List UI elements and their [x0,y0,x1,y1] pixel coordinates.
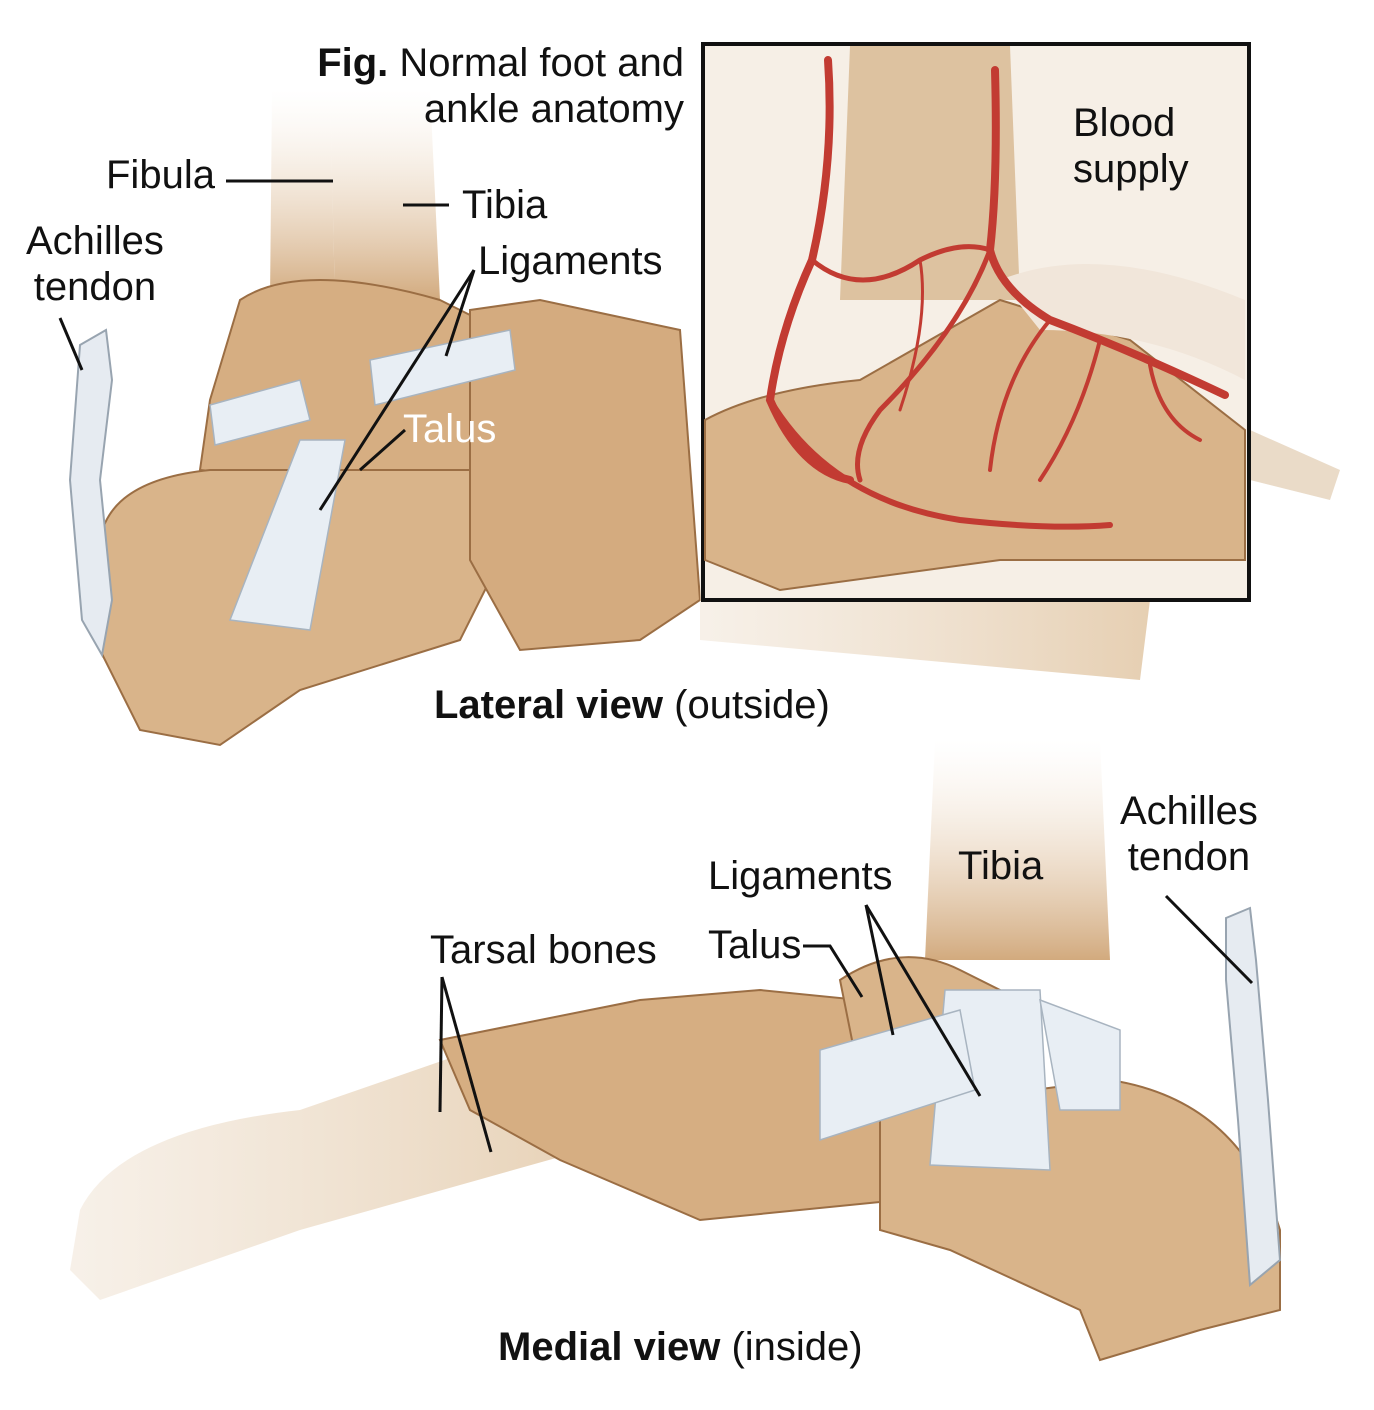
leader-tarsal-a [438,976,444,1113]
leader-ligaments-medial-a [864,904,895,1036]
caption-medial-bold: Medial view [498,1325,721,1369]
lateral-ligament-calcaneofibular [228,439,346,631]
medial-view-drawing [70,740,1282,1362]
label-achilles-medial: Achilles tendon [1120,788,1258,880]
leader-lines [58,179,1254,1153]
label-achilles-lateral: Achilles tendon [26,218,164,310]
lateral-view-drawing [68,90,1340,747]
lateral-midfoot [469,298,702,652]
label-tibia-lateral: Tibia [462,183,548,227]
caption-lateral-view: Lateral view (outside) [434,682,830,728]
leader-talus-medial [803,944,864,998]
lateral-ligament-anterior [369,329,516,406]
label-ligaments-medial: Ligaments [708,854,893,898]
label-achilles-medial-line1: Achilles [1120,789,1258,833]
caption-medial-view: Medial view (inside) [498,1324,863,1370]
label-talus-medial: Talus [708,923,802,967]
inset-leg [840,46,1020,300]
figure-title: Fig. Normal foot and ankle anatomy [270,40,684,132]
label-achilles-lateral-line1: Achilles [26,219,164,263]
label-tibia-medial: Tibia [958,844,1044,888]
leader-achilles-lateral [58,317,84,371]
caption-medial-rest: (inside) [731,1325,863,1369]
label-achilles-medial-line2: tendon [1127,835,1251,879]
medial-tibia-shaft [925,740,1110,960]
lateral-fibula-shaft [270,90,335,300]
leader-talus-lateral [359,428,406,472]
inset-label: Blood supply [1073,100,1189,192]
label-talus-lateral: Talus [403,407,497,451]
inset-heel-skin [1000,264,1245,380]
blood-supply-inset [701,42,1251,602]
leader-ligaments-lateral-b [444,269,476,357]
label-achilles-lateral-line2: tendon [33,265,157,309]
figure-title-bold: Fig. [317,41,389,85]
label-ligaments-lateral: Ligaments [478,239,663,283]
leader-ligaments-lateral-a [318,269,476,511]
inset-label-line1: Blood [1073,101,1176,145]
leader-tarsal-b [440,976,493,1153]
figure-title-line1: Fig. Normal foot and [270,40,684,86]
label-fibula: Fibula [106,153,215,197]
lateral-ligament-posterior [209,379,311,446]
figure-title-line2: ankle anatomy [423,87,684,131]
lateral-toe-tip [1250,430,1340,500]
medial-ligament-posterior [1039,998,1121,1111]
inset-label-line2: supply [1073,147,1189,191]
label-tarsal-bones: Tarsal bones [430,928,657,972]
lateral-tibia-shaft [330,90,440,300]
lateral-achilles-tendon [68,328,114,658]
leader-ligaments-medial-b [864,904,982,1097]
caption-lateral-rest: (outside) [674,683,830,727]
figure-title-text1: Normal foot and [399,41,684,85]
leader-achilles-medial [1164,894,1254,985]
medial-achilles-tendon [1225,906,1282,1288]
inset-ankle-bones [704,298,1246,592]
caption-lateral-bold: Lateral view [434,683,664,727]
inset-arteries [765,56,1229,530]
